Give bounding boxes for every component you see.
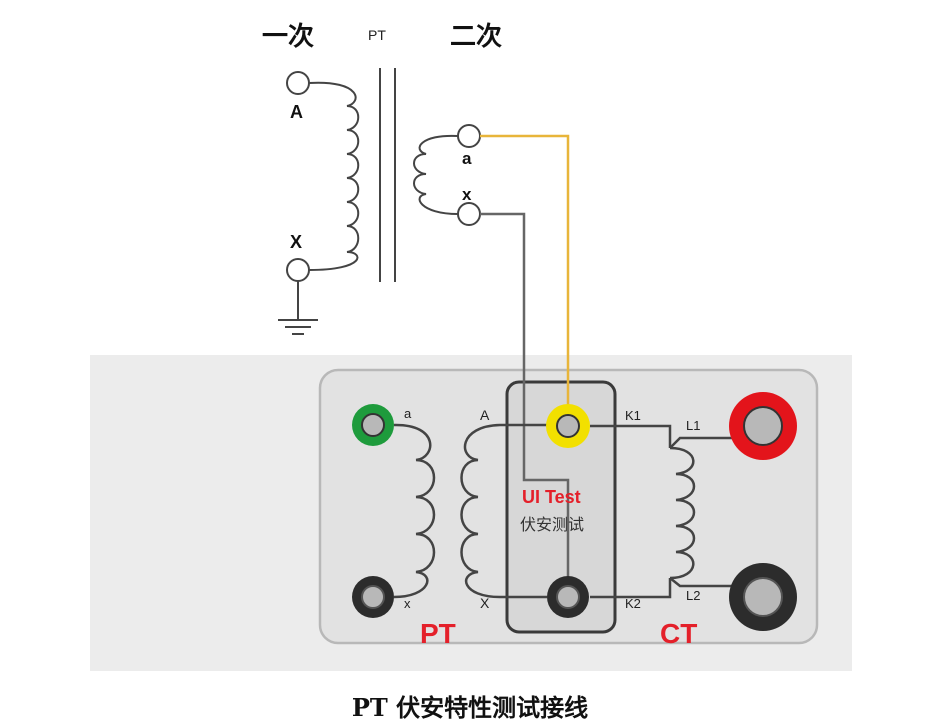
- pt-coil-A-label: A: [480, 407, 490, 423]
- ct-terminal-l2-black[interactable]: [729, 563, 797, 631]
- terminal-a: [457, 124, 481, 148]
- terminal-a-label: a: [462, 149, 472, 168]
- ui-test-terminal-bottom-black[interactable]: [547, 576, 589, 618]
- pt-terminal-a-green[interactable]: [352, 404, 394, 446]
- ct-l2-wire: [669, 577, 738, 588]
- wire-x-gray: [480, 212, 570, 590]
- pt-large-coil: [460, 423, 547, 599]
- ct-terminal-l1-red[interactable]: [729, 392, 797, 460]
- wire-a-yellow: [480, 134, 570, 420]
- terminal-X-label: X: [290, 232, 302, 252]
- ct-l2-label: L2: [686, 588, 700, 603]
- ui-test-terminal-top-yellow[interactable]: [546, 404, 590, 448]
- ct-coil: [669, 446, 696, 580]
- ct-k2-label: K2: [625, 596, 641, 611]
- pt-section-label: PT: [420, 618, 456, 649]
- ct-section-label: CT: [660, 618, 697, 649]
- ct-l1-wire: [669, 436, 738, 449]
- pt-label: PT: [368, 27, 386, 43]
- ct-primary-wire: [590, 424, 672, 599]
- ui-test-module: [505, 380, 617, 634]
- pt-coil-X-label: X: [480, 595, 490, 611]
- terminal-A: [286, 71, 310, 95]
- primary-coil: [308, 81, 360, 271]
- terminal-X: [286, 258, 310, 282]
- pt-terminal-a-label: a: [404, 406, 412, 421]
- ui-test-subtitle: 伏安测试: [520, 516, 584, 534]
- terminal-A-label: A: [290, 102, 303, 122]
- figure-caption: PT 伏安特性测试接线: [351, 693, 589, 722]
- pt-small-coil: [393, 423, 436, 599]
- terminal-x: [457, 202, 481, 226]
- ct-k1-label: K1: [625, 408, 641, 423]
- ui-test-title: UI Test: [522, 487, 581, 507]
- ct-l1-label: L1: [686, 418, 700, 433]
- ground-icon: [278, 319, 318, 335]
- pt-terminal-x-label: x: [404, 596, 411, 611]
- secondary-side-label: 二次: [450, 21, 502, 51]
- primary-side-label: 一次: [262, 21, 314, 51]
- pt-terminal-x-black[interactable]: [352, 576, 394, 618]
- transformer-core: [379, 68, 396, 282]
- secondary-coil: [413, 134, 459, 215]
- terminal-x-label: x: [462, 185, 472, 204]
